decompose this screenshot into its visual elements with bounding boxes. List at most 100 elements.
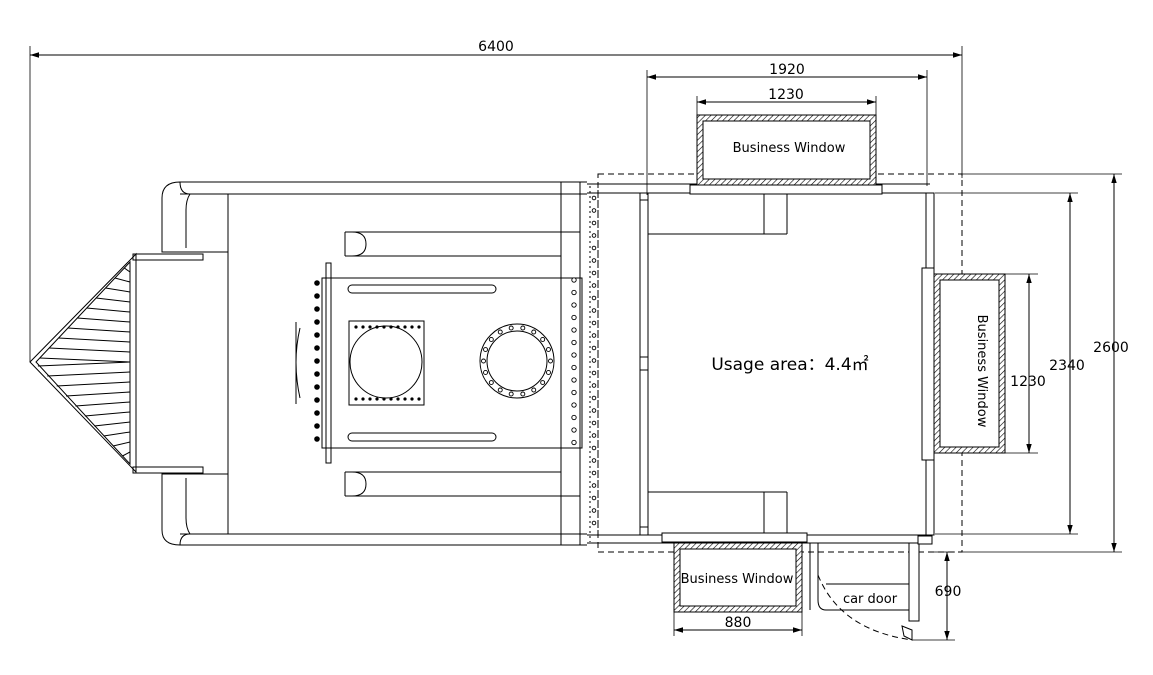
bolt [314,319,320,325]
hitch-rib [75,401,131,407]
wall-hole [591,408,597,413]
car-door-label: car door [843,592,898,607]
wall-hole [591,358,597,363]
dimension-door-depth: 690 [912,551,962,641]
wall-hole [591,433,597,438]
hitch-rib [124,267,131,273]
wall-hole [591,508,597,513]
bolt [382,325,386,329]
hitch-rib [84,411,131,417]
wall-hole [591,220,597,226]
bolt [417,325,421,329]
trailer-body [132,181,640,546]
dimension-total-length: 6400 [29,39,963,362]
bolt [396,325,400,329]
wall-hole [591,295,597,301]
business-window-top: Business Window [696,114,877,186]
wall-hole [591,520,597,526]
flange-hole [497,329,503,335]
flange-hole [483,370,488,375]
wall-hole [591,208,597,213]
plate-hole [571,414,577,421]
machine-base [295,195,597,526]
bolt [314,345,320,351]
bolt [314,371,320,377]
circular-hatch-icon [479,323,555,399]
dimension-inner-width: 2340 [935,192,1085,535]
door-swing-icon [817,574,913,641]
plate-hole [571,314,577,321]
hitch-rib [112,441,131,447]
flange-hole [520,325,526,331]
dim-label-outer-width: 2600 [1093,340,1129,356]
plate-hole [571,302,577,308]
plate-hole [571,389,577,396]
hitch-rib [103,431,131,437]
bolt [354,397,358,401]
wall-hole [591,283,597,288]
bolt [361,325,365,329]
wall-hole [591,483,597,488]
bolt [368,397,372,401]
wall-hole [591,420,597,426]
business-window-side: Business Window [933,273,1006,454]
plate-hole [571,439,577,446]
flange-hole [508,325,514,331]
bolt [403,397,407,401]
flange-hole [531,387,537,393]
bolt [375,397,379,401]
dim-label-side-window: 1230 [1010,374,1046,390]
hitch-rib [114,277,131,283]
hitch-rib [67,327,131,333]
dim-label-inner-width: 2340 [1049,358,1085,374]
hitch-rib [86,307,131,313]
flange-hole [546,347,551,352]
flange-hole [546,370,551,375]
bolt [314,436,320,442]
hitch-rib [96,297,131,303]
flange-hole [520,391,526,397]
dim-label-cabin: 1920 [769,62,805,78]
dimension-bottom-window: 880 [673,612,803,636]
bolt [389,397,393,401]
wall-hole [591,333,597,338]
plate-hole [571,364,577,371]
wall-hole [591,308,597,313]
dim-label-door-depth: 690 [935,584,962,600]
hitch-rib [122,451,131,457]
plate-hole [571,289,577,296]
dim-label-bottom-window: 880 [725,615,752,631]
hitch-rib [66,391,131,397]
wall-hole [591,383,597,388]
bolt [354,325,358,329]
bolt [314,280,320,286]
flange-hole [488,380,494,385]
wall-hole [591,270,597,276]
bolt [314,332,320,338]
bolt [361,397,365,401]
flange-hole [540,380,546,385]
wall-hole [591,345,597,351]
cabin [589,183,935,544]
wall-hole [591,370,597,376]
hitch-rib [58,337,131,343]
plate-hole [571,352,577,358]
flange-hole [531,329,537,335]
wall-hole [591,320,597,326]
bolt [314,423,320,429]
bolt [314,306,320,312]
plate-hole [571,277,577,283]
dimension-cabin-length: 1920 [646,62,928,195]
wall-hole [591,258,597,263]
usage-area-label: Usage area：4.4㎡ [711,355,868,375]
bolt [314,410,320,416]
hitch-rib [94,421,131,427]
wall-hole [591,470,597,476]
bolt [389,325,393,329]
plate-hole [571,327,577,333]
flange-hole [481,358,486,364]
flange-hole [488,337,494,342]
bolt [314,293,320,299]
wall-hole [591,495,597,501]
